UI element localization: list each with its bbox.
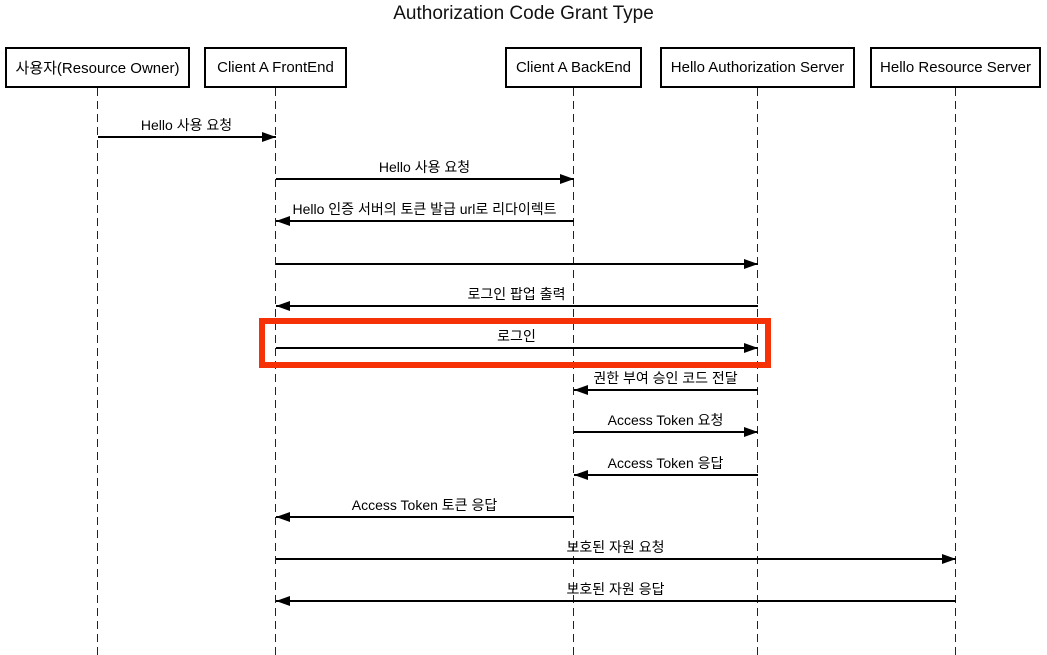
- message-label: Hello 사용 요청: [140, 117, 233, 133]
- message-arrow-line: [573, 431, 758, 433]
- message-arrow-line: [275, 558, 956, 560]
- message-arrowhead: [941, 553, 956, 564]
- message-arrow-line: [275, 600, 956, 602]
- message-arrowhead: [275, 511, 290, 522]
- lifeline-hello-resource-server: [954, 88, 957, 655]
- actor-box-client-a-backend: Client A BackEnd: [505, 47, 642, 88]
- actor-box-hello-authorization-server: Hello Authorization Server: [660, 47, 855, 88]
- message-label: Hello 사용 요청: [378, 159, 471, 175]
- lifeline-client-a-frontend: [274, 88, 277, 655]
- message-label: 권한 부여 승인 코드 전달: [593, 370, 738, 386]
- message-arrow-line: [275, 516, 574, 518]
- message-arrow-line: [573, 474, 758, 476]
- message-arrowhead: [275, 215, 290, 226]
- diagram-title: Authorization Code Grant Type: [393, 3, 654, 24]
- message-arrowhead: [743, 258, 758, 269]
- message-arrowhead: [573, 469, 588, 480]
- message-label: Access Token 응답: [607, 455, 724, 471]
- message-arrow-line: [97, 136, 276, 138]
- message-arrow-line: [275, 178, 574, 180]
- actor-label-hello-resource-server: Hello Resource Server: [880, 59, 1031, 76]
- message-arrowhead: [275, 595, 290, 606]
- actor-label-resource-owner: 사용자(Resource Owner): [15, 60, 180, 77]
- message-arrowhead: [559, 173, 574, 184]
- actor-box-resource-owner: 사용자(Resource Owner): [5, 47, 190, 88]
- message-arrowhead: [275, 300, 290, 311]
- message-label: 로그인 팝업 출력: [467, 286, 566, 302]
- actor-label-client-a-backend: Client A BackEnd: [515, 59, 632, 76]
- actor-box-hello-resource-server: Hello Resource Server: [870, 47, 1041, 88]
- message-label: Hello 인증 서버의 토큰 발급 url로 리다이렉트: [292, 201, 557, 217]
- actor-box-client-a-frontend: Client A FrontEnd: [204, 47, 347, 88]
- highlight-box: [258, 318, 771, 368]
- message-arrow-line: [275, 305, 758, 307]
- message-arrow-line: [275, 220, 574, 222]
- message-label: Access Token 토큰 응답: [351, 497, 498, 513]
- message-label: 보호된 자원 요청: [566, 539, 665, 555]
- lifeline-hello-authorization-server: [756, 88, 759, 655]
- message-label: Access Token 요청: [607, 412, 724, 428]
- lifeline-client-a-backend: [572, 88, 575, 655]
- message-arrowhead: [573, 384, 588, 395]
- message-label: 보호된 자원 응답: [566, 581, 665, 597]
- message-arrow-line: [275, 347, 758, 349]
- message-arrow-line: [573, 389, 758, 391]
- message-arrowhead: [743, 426, 758, 437]
- message-arrowhead: [743, 342, 758, 353]
- lifeline-resource-owner: [96, 88, 99, 655]
- actor-label-client-a-frontend: Client A FrontEnd: [217, 59, 334, 76]
- message-label: 로그인: [497, 328, 536, 344]
- message-arrowhead: [261, 131, 276, 142]
- actor-label-hello-authorization-server: Hello Authorization Server: [670, 59, 845, 76]
- message-arrow-line: [275, 263, 758, 265]
